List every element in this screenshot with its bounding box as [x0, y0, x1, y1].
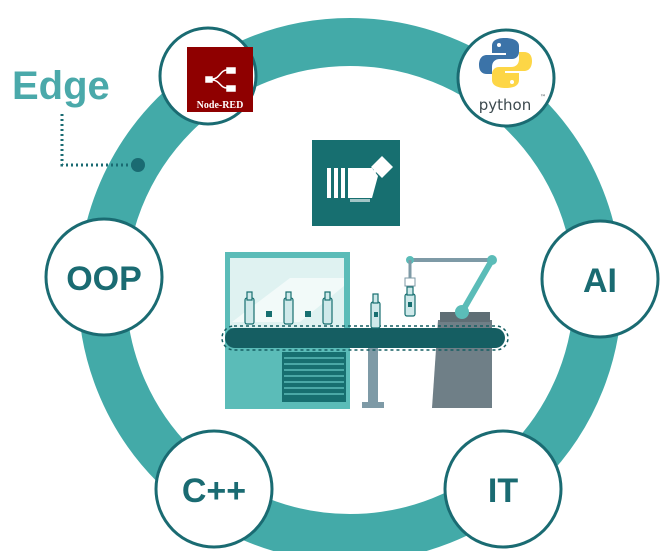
factory-illustration — [221, 252, 509, 409]
edge-label: Edge — [12, 64, 110, 108]
bottle — [322, 291, 333, 325]
node-node-red: Node-RED — [158, 26, 258, 126]
robot-arm — [404, 255, 497, 319]
bottle — [370, 293, 381, 329]
node-cpp: C++ — [154, 429, 274, 549]
bottle — [283, 291, 294, 325]
oop-label: OOP — [66, 260, 142, 298]
node-it: IT — [443, 429, 563, 549]
node-python: python ™ — [456, 28, 556, 128]
python-label: python — [479, 96, 531, 114]
node-oop: OOP — [44, 217, 164, 337]
it-label: IT — [488, 472, 518, 510]
python-trademark: ™ — [540, 94, 546, 101]
conveyor-belt — [225, 328, 505, 348]
bottle — [244, 291, 255, 325]
python-logo — [479, 38, 532, 88]
bottle — [404, 286, 416, 317]
edge-connector — [60, 114, 145, 172]
factory-automation-icon — [312, 140, 400, 226]
node-red-label: Node-RED — [197, 100, 244, 111]
cpp-label: C++ — [182, 472, 246, 510]
node-ai: AI — [540, 219, 660, 339]
node-red-logo — [187, 47, 253, 112]
ai-label: AI — [583, 262, 617, 300]
